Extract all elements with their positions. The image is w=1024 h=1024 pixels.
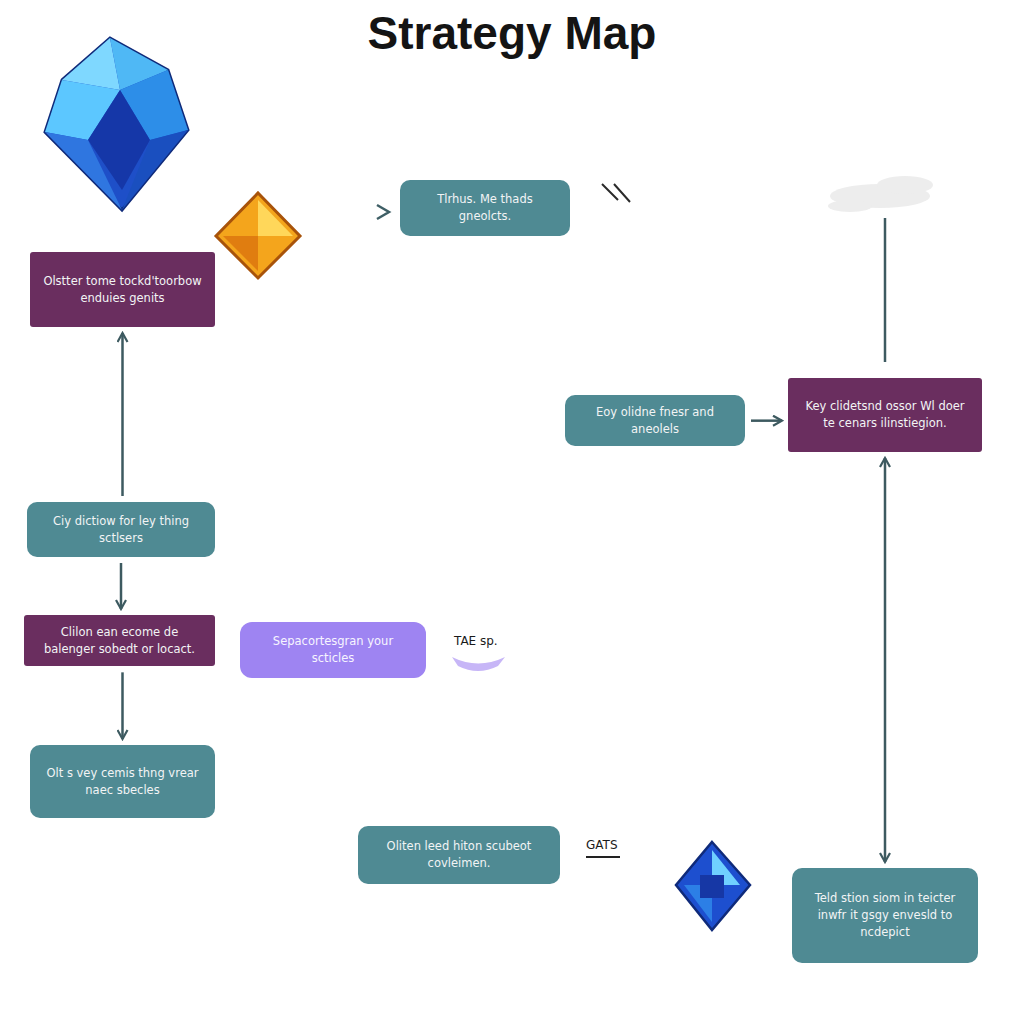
stroke-mark <box>602 184 630 202</box>
box-text: Eoy olidne fnesr and aneolels <box>577 404 733 437</box>
process-box: Teld stion siom in teicter inwfr it gsgy… <box>792 868 978 963</box>
box-text: Teld stion siom in teicter inwfr it gsgy… <box>804 890 966 940</box>
flow-arrow <box>121 672 124 739</box>
smoke-splash <box>828 176 933 212</box>
flow-arrow <box>121 333 124 496</box>
box-text: Clilon ean ecome de balenger sobedt or l… <box>36 624 203 657</box>
objective-box: Clilon ean ecome de balenger sobedt or l… <box>24 615 215 666</box>
process-box: Oliten leed hiton scubeot covleimen. <box>358 826 560 884</box>
box-text: Sepacortesgran your scticles <box>252 633 414 666</box>
arrow-mark <box>377 205 389 219</box>
flow-arrow <box>120 563 123 609</box>
process-box: Eoy olidne fnesr and aneolels <box>565 395 745 446</box>
box-text: Olt s vey cemis thng vrear naec sbecles <box>42 765 203 798</box>
blue-gem <box>45 38 188 210</box>
box-text: Olstter tome tockd'toorbow enduies genit… <box>42 273 203 306</box>
objective-box: Key clidetsnd ossor Wl doer te cenars il… <box>788 378 982 452</box>
highlight-box: Sepacortesgran your scticles <box>240 622 426 678</box>
leader-line <box>884 218 887 362</box>
tag-label: GATS <box>586 838 618 852</box>
small-blue-gem <box>676 842 750 930</box>
flow-arrow <box>884 458 887 862</box>
objective-box: Olstter tome tockd'toorbow enduies genit… <box>30 252 215 327</box>
process-box: Ciy dictiow for ley thing sctlsers <box>27 502 215 557</box>
underline <box>586 856 620 858</box>
orange-diamond <box>216 193 300 278</box>
process-box: Tlrhus. Me thads gneolcts. <box>400 180 570 236</box>
box-text: Ciy dictiow for ley thing sctlsers <box>39 513 203 546</box>
box-text: Tlrhus. Me thads gneolcts. <box>412 191 558 224</box>
flow-arrow <box>751 419 782 422</box>
diagram-title: Strategy Map <box>0 6 1024 60</box>
process-box: Olt s vey cemis thng vrear naec sbecles <box>30 745 215 818</box>
note-label: TAE sp. <box>454 634 498 648</box>
ribbon <box>452 657 505 671</box>
box-text: Oliten leed hiton scubeot covleimen. <box>370 838 548 871</box>
box-text: Key clidetsnd ossor Wl doer te cenars il… <box>800 398 970 431</box>
